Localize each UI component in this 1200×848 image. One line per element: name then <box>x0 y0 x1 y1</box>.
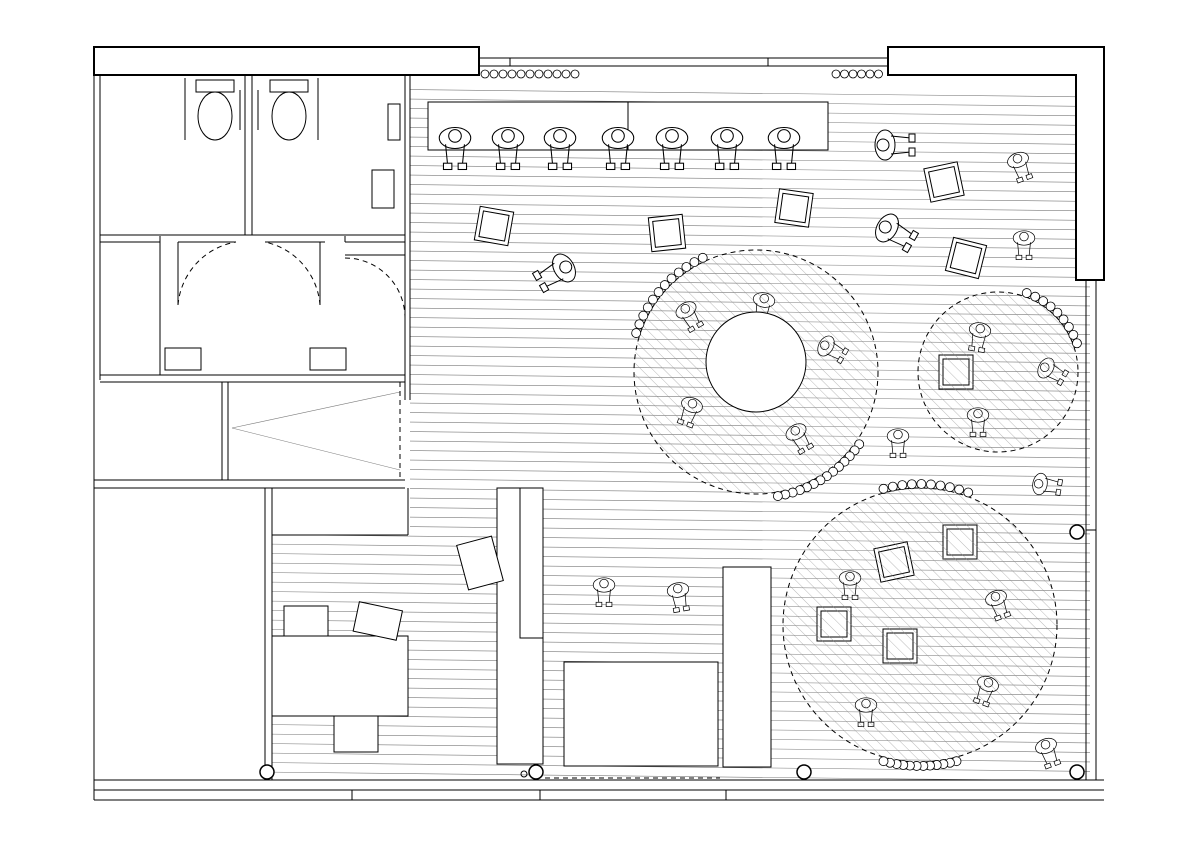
round-seating-large <box>633 249 879 495</box>
standing-person <box>1032 472 1064 496</box>
cushion <box>963 487 974 498</box>
storage-room <box>94 382 405 489</box>
cushion <box>689 257 700 267</box>
seated-person <box>531 253 576 294</box>
cushion <box>642 302 653 313</box>
toilet-1 <box>195 79 235 141</box>
cushion <box>673 267 684 278</box>
top-left-wall <box>93 46 480 76</box>
chair-1 <box>283 605 329 637</box>
cushion <box>887 481 898 492</box>
round-seating-small <box>917 291 1079 453</box>
toilet-stalls <box>100 75 411 400</box>
standing-person <box>1007 151 1034 184</box>
seated-person <box>543 126 577 171</box>
cushion <box>1072 338 1082 349</box>
cushion <box>1052 307 1063 318</box>
stool <box>647 213 687 253</box>
sink-icon <box>309 347 347 371</box>
cushion <box>631 328 642 338</box>
cushion <box>926 479 936 490</box>
cushion <box>659 280 670 290</box>
counter-right <box>722 566 772 768</box>
floor-mat <box>563 661 719 767</box>
chair-3 <box>333 715 379 753</box>
counter-chair <box>456 535 504 591</box>
cushion <box>666 273 677 284</box>
seated-person <box>491 126 525 171</box>
top-window <box>479 57 888 67</box>
cushion <box>878 483 889 494</box>
cushion <box>906 479 917 490</box>
column <box>528 764 544 780</box>
cushion <box>878 756 889 767</box>
toilet-2 <box>269 79 309 141</box>
cushion <box>1021 288 1032 298</box>
cushion <box>697 252 708 263</box>
column <box>796 764 812 780</box>
seated-person <box>767 126 801 171</box>
office-desk <box>271 635 409 717</box>
column <box>1069 524 1085 540</box>
cushion <box>648 294 658 305</box>
cushion <box>944 482 955 493</box>
stool <box>944 236 988 280</box>
seated-person <box>601 126 635 171</box>
column <box>1069 764 1085 780</box>
cushion <box>638 310 649 321</box>
seated-person <box>874 129 916 161</box>
cushion <box>1038 296 1049 307</box>
bottom-window <box>94 779 1104 801</box>
counters <box>456 487 772 779</box>
standing-person <box>592 577 616 607</box>
top-right-wall <box>887 46 1105 281</box>
seated-person <box>655 126 689 171</box>
seated-person <box>875 213 920 254</box>
cushion-rows <box>480 69 1082 771</box>
cushion <box>772 491 783 501</box>
cushion <box>1063 321 1074 332</box>
standing-person <box>1012 230 1036 260</box>
standing-person <box>666 582 690 614</box>
cushion <box>1068 329 1079 340</box>
cushion <box>1045 301 1056 312</box>
column <box>259 764 275 780</box>
columns <box>259 524 1085 780</box>
cushion <box>1058 314 1069 325</box>
cushion <box>681 262 692 272</box>
stool <box>923 161 965 203</box>
standing-person <box>1035 737 1062 770</box>
cushion <box>634 319 645 330</box>
sink-icon <box>371 169 395 209</box>
cushion <box>954 484 965 495</box>
seated-person <box>710 126 744 171</box>
cushion <box>653 287 664 297</box>
standing-person <box>886 428 910 458</box>
cushion <box>1030 291 1041 302</box>
back-office <box>264 488 409 780</box>
chair-2 <box>352 601 404 641</box>
cushion <box>916 479 927 489</box>
stool <box>473 205 515 247</box>
sink-icon <box>164 347 202 371</box>
stool <box>774 188 814 228</box>
right-window <box>1085 280 1097 780</box>
seated-person <box>438 126 472 171</box>
round-seating-bottom <box>782 487 1058 763</box>
cushion <box>897 480 908 491</box>
washroom-sinks <box>100 242 405 383</box>
cushion <box>935 480 946 491</box>
